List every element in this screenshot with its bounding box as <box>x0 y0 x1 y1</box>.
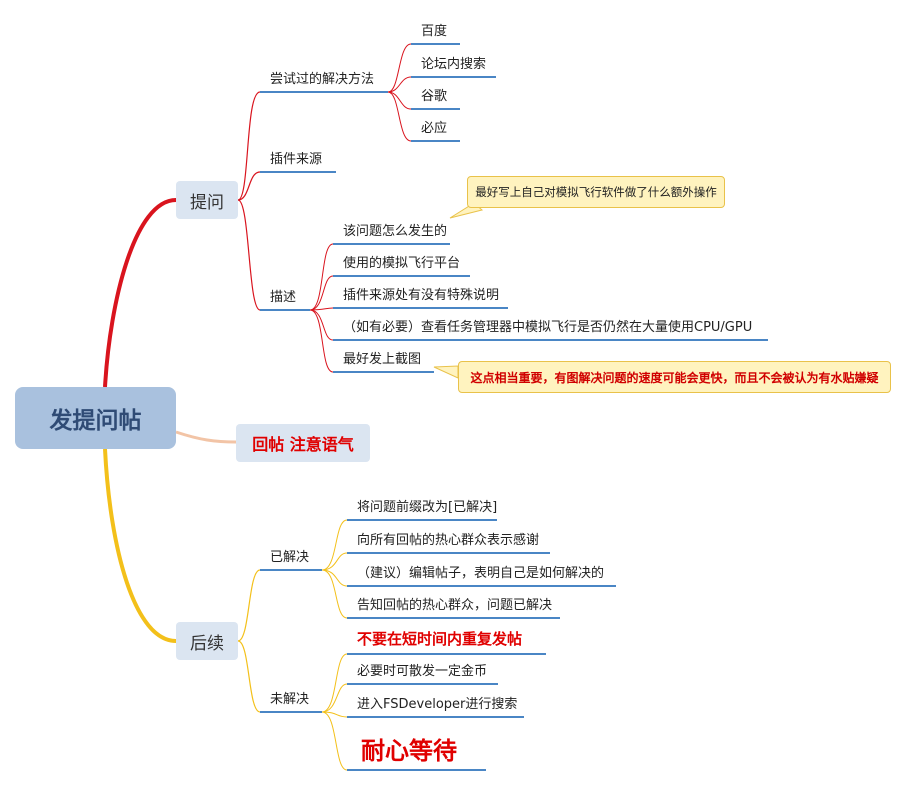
node-describe[interactable]: 描述 <box>270 290 297 305</box>
node-tried-baidu[interactable]: 百度 <box>421 24 448 39</box>
node-describe-task-manager[interactable]: （如有必要）查看任务管理器中模拟飞行是否仍然在大量使用CPU/GPU <box>343 320 753 335</box>
underlines-ask-children <box>260 91 388 311</box>
callout-screenshot-important[interactable]: 这点相当重要，有图解决问题的速度可能会更快，而且不会被认为有水贴嫌疑 <box>458 361 891 393</box>
links-followup-children <box>237 569 261 713</box>
branch-reply[interactable]: 回帖 注意语气 <box>236 424 370 462</box>
node-describe-how[interactable]: 该问题怎么发生的 <box>343 224 448 239</box>
links-solved <box>321 519 348 619</box>
underlines-solved <box>347 519 616 619</box>
underlines-tried <box>411 43 496 142</box>
underlines-unsolved <box>347 653 546 771</box>
node-solved-prefix[interactable]: 将问题前缀改为[已解决] <box>357 500 498 515</box>
node-solved-edit-post[interactable]: （建议）编辑帖子，表明自己是如何解决的 <box>357 566 605 581</box>
link-root-ask <box>103 198 177 388</box>
node-tried-methods[interactable]: 尝试过的解决方法 <box>270 72 375 87</box>
node-tried-bing[interactable]: 必应 <box>421 121 448 136</box>
links-describe <box>309 243 334 373</box>
node-tried-google[interactable]: 谷歌 <box>421 89 448 104</box>
root-node[interactable]: 发提问帖 <box>15 387 176 449</box>
links-ask-children <box>237 91 261 311</box>
branch-followup[interactable]: 后续 <box>176 622 238 660</box>
node-unsolved-be-patient[interactable]: 耐心等待 <box>361 737 457 765</box>
node-solved[interactable]: 已解决 <box>270 550 310 565</box>
node-unsolved-no-repost[interactable]: 不要在短时间内重复发帖 <box>357 630 523 648</box>
node-describe-platform[interactable]: 使用的模拟飞行平台 <box>343 256 461 271</box>
node-unsolved[interactable]: 未解决 <box>270 692 310 707</box>
link-root-reply <box>175 430 237 444</box>
node-solved-thanks[interactable]: 向所有回帖的热心群众表示感谢 <box>357 533 540 548</box>
links-tried <box>387 43 412 142</box>
underlines-followup-children <box>260 569 322 713</box>
branch-ask[interactable]: 提问 <box>176 181 238 219</box>
node-solved-notify[interactable]: 告知回帖的热心群众，问题已解决 <box>357 598 553 613</box>
node-plugin-source[interactable]: 插件来源 <box>270 152 323 167</box>
underlines-describe <box>333 243 768 373</box>
node-tried-forum-search[interactable]: 论坛内搜索 <box>421 57 487 72</box>
node-unsolved-fsdeveloper[interactable]: 进入FSDeveloper进行搜索 <box>357 697 518 712</box>
callout-extra-operations[interactable]: 最好写上自己对模拟飞行软件做了什么额外操作 <box>467 176 725 208</box>
callout-2-pointer <box>433 365 459 379</box>
node-unsolved-coins[interactable]: 必要时可散发一定金币 <box>357 664 488 679</box>
link-root-followup <box>103 448 177 643</box>
links-unsolved <box>321 653 348 771</box>
node-describe-source-notes[interactable]: 插件来源处有没有特殊说明 <box>343 288 500 303</box>
node-describe-screenshot[interactable]: 最好发上截图 <box>343 352 422 367</box>
